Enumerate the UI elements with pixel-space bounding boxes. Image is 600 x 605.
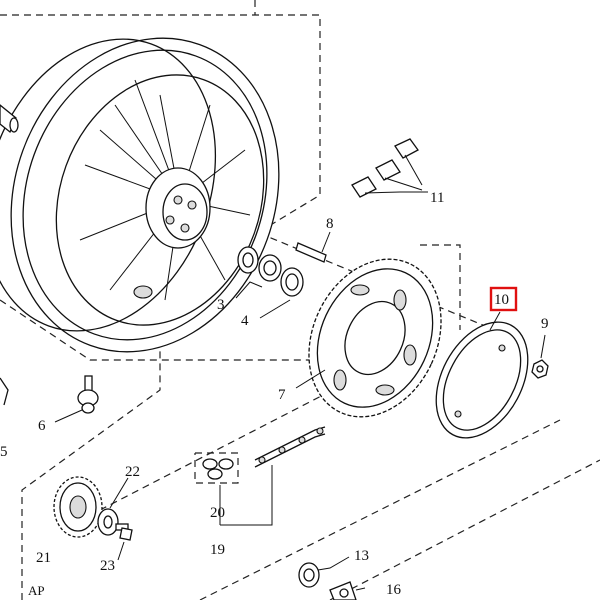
- label-20: 20: [210, 505, 225, 521]
- rear-wheel: [0, 37, 280, 353]
- part-21-front-sprocket: [53, 476, 103, 538]
- callout-labels: 11 8 3 4 7 9 6 5 22 20 19 21 23 13 16 AP: [0, 190, 549, 598]
- part-6-bolt: [54, 375, 99, 423]
- part-4-spacer: [259, 267, 304, 319]
- label-7: 7: [278, 387, 286, 403]
- label-11: 11: [430, 190, 444, 206]
- label-21: 21: [36, 550, 51, 566]
- label-19: 19: [210, 542, 225, 558]
- label-ap: AP: [28, 583, 45, 598]
- label-22: 22: [125, 464, 140, 480]
- part-10-guard: [435, 311, 529, 439]
- part-20-master-link: [194, 452, 239, 525]
- part-9-nut: [531, 334, 549, 379]
- label-8: 8: [326, 216, 334, 232]
- part-16-plate: [329, 581, 366, 601]
- part-8-stud: [295, 231, 331, 263]
- axle: [0, 104, 19, 134]
- wheel-hub: [145, 167, 211, 249]
- part-19-chain: [220, 426, 326, 526]
- part-7-sprocket: [295, 258, 442, 418]
- part-22-washer: [97, 477, 129, 536]
- label-9: 9: [541, 316, 549, 332]
- callout-10-highlight[interactable]: 10: [489, 286, 518, 312]
- part-11-pads: [351, 138, 428, 198]
- left-edge-part: [0, 377, 9, 406]
- label-13: 13: [354, 548, 369, 564]
- label-10: 10: [494, 292, 509, 308]
- label-4: 4: [241, 313, 249, 329]
- part-23-bolt: [115, 523, 133, 561]
- label-3: 3: [217, 297, 225, 313]
- label-16: 16: [386, 582, 402, 598]
- highlight-box: [489, 286, 518, 312]
- label-5: 5: [0, 444, 8, 460]
- part-3-bearings: [235, 246, 282, 299]
- label-23: 23: [100, 558, 115, 574]
- part-13-collar: [298, 556, 350, 588]
- valve-stem: [133, 285, 153, 299]
- label-6: 6: [38, 418, 46, 434]
